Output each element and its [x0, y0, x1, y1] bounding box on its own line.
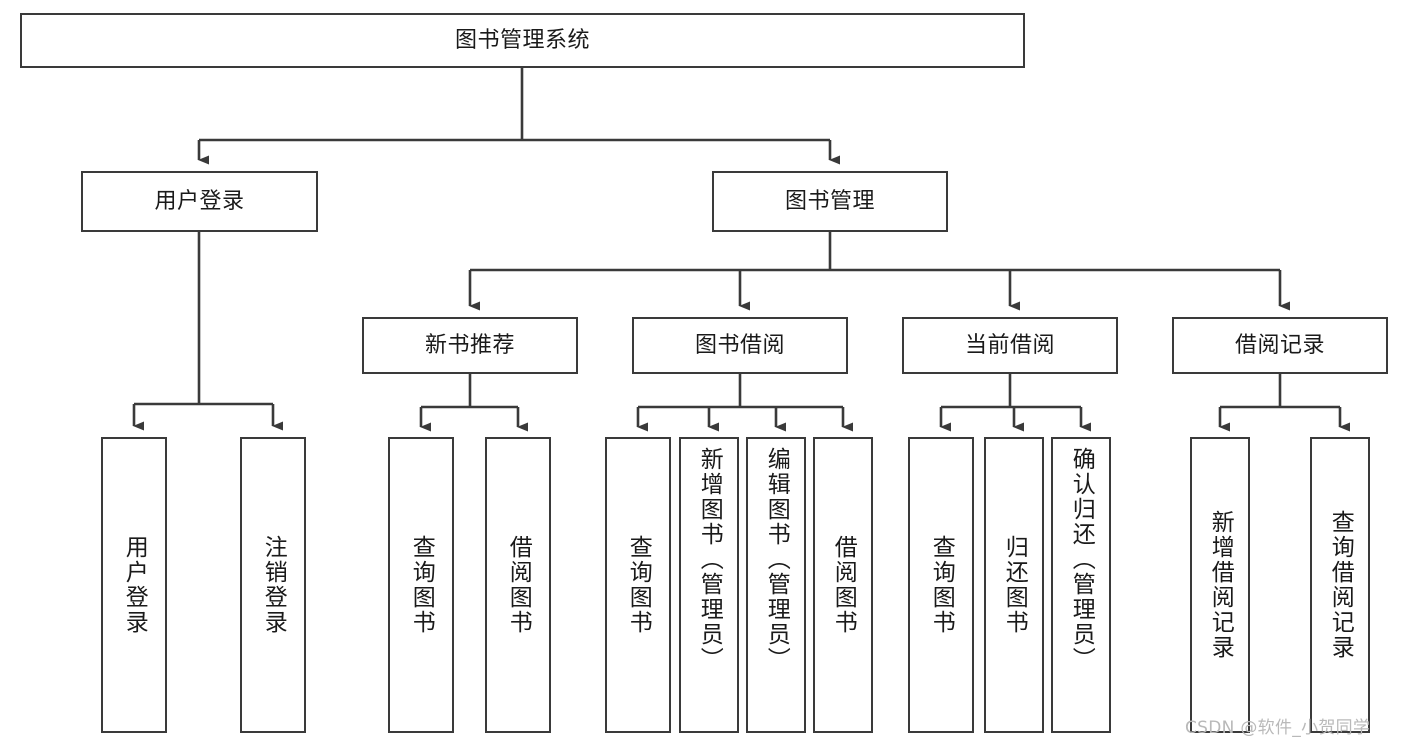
- node-label: 归还图书: [1001, 535, 1028, 635]
- node-borrow-record[interactable]: 借阅记录: [1172, 317, 1388, 374]
- node-label: 图书管理系统: [454, 27, 590, 53]
- node-label: 新书推荐: [424, 332, 515, 358]
- node-leaf-add-borrow-record[interactable]: 新增借阅记录: [1190, 437, 1250, 733]
- node-label: 用户登录: [121, 535, 148, 635]
- node-leaf-confirm-return-admin[interactable]: 确认归还（管理员）: [1051, 437, 1111, 733]
- node-leaf-query-book-current[interactable]: 查询图书: [908, 437, 974, 733]
- csdn-watermark: CSDN @软件_小贺同学: [1185, 718, 1371, 738]
- node-label: 用户登录: [154, 188, 245, 214]
- node-leaf-query-book-recommend[interactable]: 查询图书: [388, 437, 454, 733]
- node-leaf-borrow-book-recommend[interactable]: 借阅图书: [485, 437, 551, 733]
- node-leaf-query-borrow-record[interactable]: 查询借阅记录: [1310, 437, 1370, 733]
- node-leaf-query-book-borrow[interactable]: 查询图书: [605, 437, 671, 733]
- node-label: 新增图书（管理员）: [696, 447, 723, 672]
- node-label: 借阅图书: [830, 535, 857, 635]
- node-label: 新增借阅记录: [1207, 510, 1234, 660]
- node-label: 查询图书: [928, 535, 955, 635]
- node-book-management[interactable]: 图书管理: [712, 171, 948, 232]
- node-label: 注销登录: [260, 535, 287, 635]
- node-label: 借阅记录: [1234, 332, 1325, 358]
- node-label: 图书借阅: [694, 332, 785, 358]
- node-leaf-borrow-book-borrow[interactable]: 借阅图书: [813, 437, 873, 733]
- node-label: 借阅图书: [505, 535, 532, 635]
- node-leaf-add-book-admin[interactable]: 新增图书（管理员）: [679, 437, 739, 733]
- node-label: 图书管理: [784, 188, 875, 214]
- node-label: 查询借阅记录: [1327, 510, 1354, 660]
- node-leaf-logout-login[interactable]: 注销登录: [240, 437, 306, 733]
- node-current-borrow[interactable]: 当前借阅: [902, 317, 1118, 374]
- node-system-title[interactable]: 图书管理系统: [20, 13, 1025, 68]
- node-label: 查询图书: [408, 535, 435, 635]
- node-user-login[interactable]: 用户登录: [81, 171, 318, 232]
- node-leaf-user-login[interactable]: 用户登录: [101, 437, 167, 733]
- node-label: 编辑图书（管理员）: [763, 447, 790, 672]
- node-leaf-return-book[interactable]: 归还图书: [984, 437, 1044, 733]
- node-label: 查询图书: [625, 535, 652, 635]
- node-new-book-recommend[interactable]: 新书推荐: [362, 317, 578, 374]
- node-label: 确认归还（管理员）: [1068, 447, 1095, 672]
- node-leaf-edit-book-admin[interactable]: 编辑图书（管理员）: [746, 437, 806, 733]
- node-label: 当前借阅: [964, 332, 1055, 358]
- node-book-borrow[interactable]: 图书借阅: [632, 317, 848, 374]
